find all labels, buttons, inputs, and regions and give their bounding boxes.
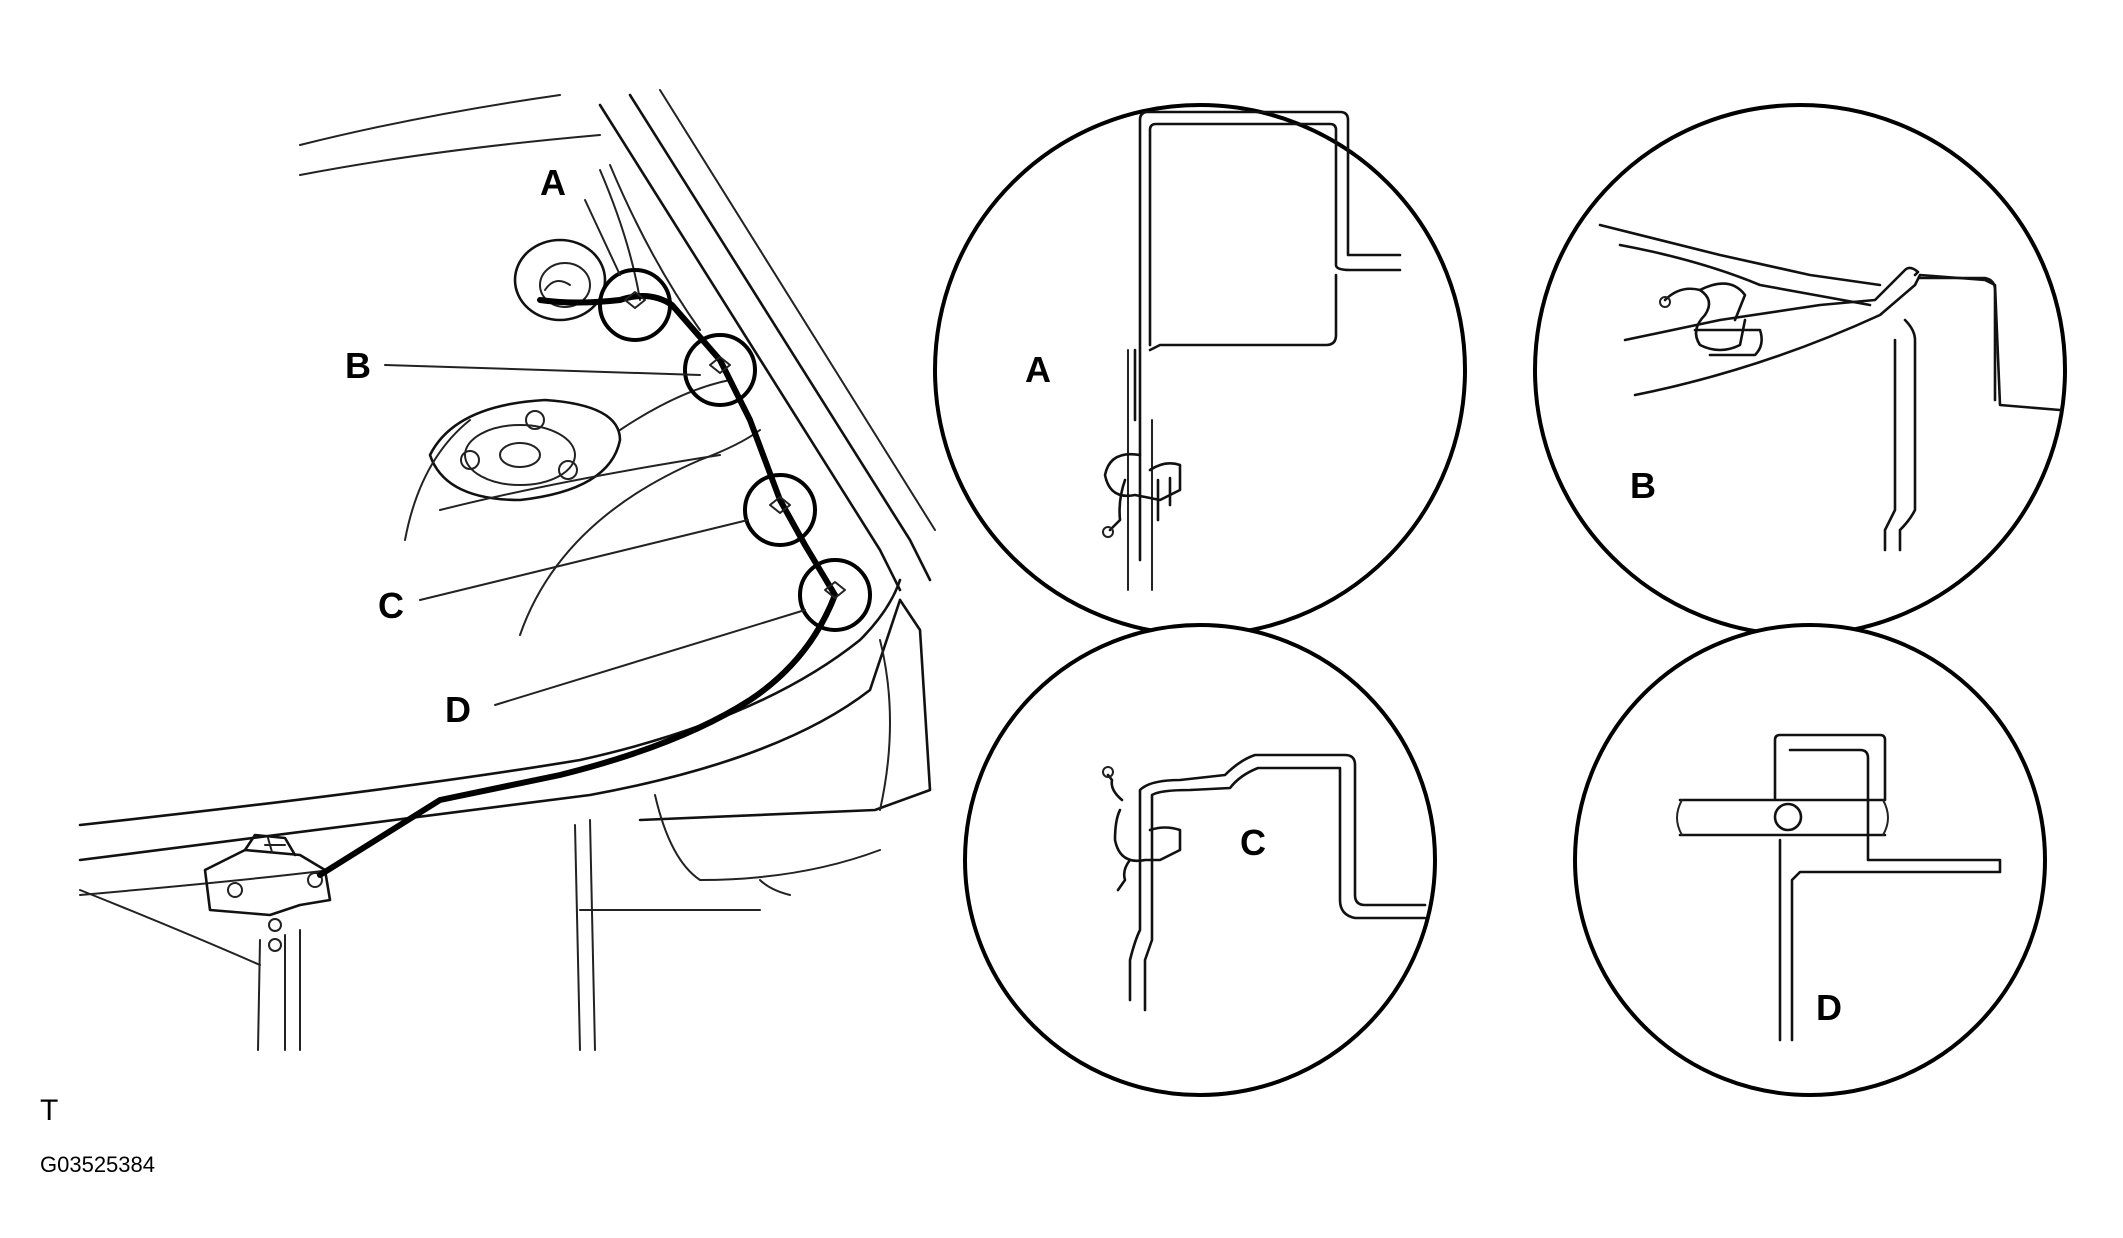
grommet-circle [1773, 802, 1803, 832]
clip-c-circle [743, 473, 817, 547]
detail-a-label: A [1025, 349, 1051, 390]
clip-b-circle [683, 333, 757, 407]
callout-a-label: A [540, 162, 566, 203]
detail-a: A [933, 103, 1467, 637]
orientation-mark: T [40, 1094, 58, 1127]
detail-c-label: C [1240, 822, 1266, 863]
detail-d-label: D [1816, 987, 1842, 1028]
figure-id: G03525384 [40, 1152, 155, 1177]
callout-c-label: C [378, 585, 404, 626]
detail-c: C [963, 623, 1437, 1097]
detail-b-label: B [1630, 465, 1656, 506]
clip-a-circle [598, 268, 672, 342]
callout-d-label: D [445, 689, 471, 730]
callout-b-label: B [345, 345, 371, 386]
clip-d-circle [798, 558, 872, 632]
wiring-harness-line [317, 293, 838, 878]
detail-d: D [1573, 623, 2047, 1097]
detail-b: B [1533, 103, 2067, 637]
engine-bay-view: A B C D [78, 89, 936, 1051]
